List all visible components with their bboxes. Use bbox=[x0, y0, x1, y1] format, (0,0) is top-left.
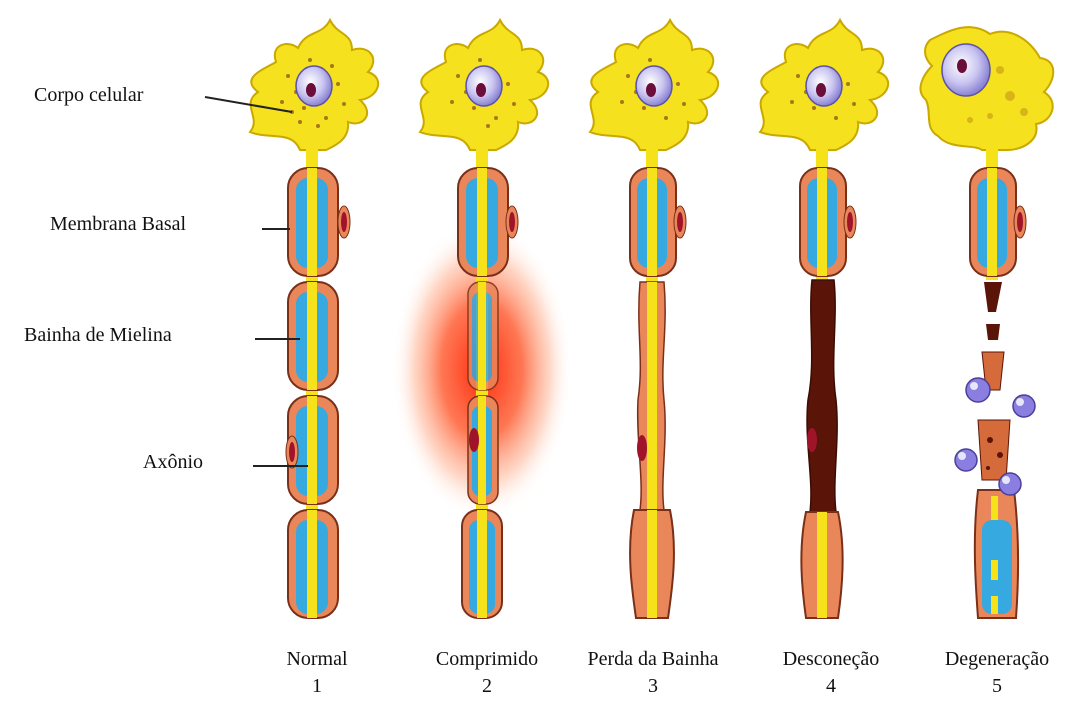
stage-caption-2: Comprimido 2 bbox=[402, 648, 572, 698]
macrophage bbox=[966, 378, 990, 402]
macrophage bbox=[955, 449, 977, 471]
basal-membrane-label: Membrana Basal bbox=[50, 213, 186, 236]
stage-caption-1: Normal 1 bbox=[232, 648, 402, 698]
stage-caption-4: Desconeção 4 bbox=[746, 648, 916, 698]
myelin-segment bbox=[288, 510, 338, 618]
axon-label: Axônio bbox=[143, 451, 203, 474]
cell-body-label: Corpo celular bbox=[34, 84, 143, 107]
stage-number: 3 bbox=[568, 675, 738, 698]
macrophage bbox=[999, 473, 1021, 495]
macrophage bbox=[1013, 395, 1035, 417]
myelin-segment bbox=[630, 510, 674, 618]
nucleolus bbox=[957, 59, 967, 73]
fragmented-axon bbox=[975, 282, 1018, 618]
stage-number: 1 bbox=[232, 675, 402, 698]
stage-name: Degeneração bbox=[945, 648, 1049, 670]
stage-4-neuron bbox=[760, 20, 888, 618]
stage-name: Normal bbox=[286, 648, 347, 670]
nucleolus bbox=[646, 83, 656, 97]
swollen-cell-body bbox=[920, 27, 1053, 150]
stage-name: Desconeção bbox=[783, 648, 880, 670]
myelin-segment bbox=[288, 168, 350, 276]
stage-name: Comprimido bbox=[436, 648, 538, 670]
stage-name: Perda da Bainha bbox=[587, 648, 718, 670]
stage-5-neuron bbox=[920, 27, 1053, 618]
nucleolus bbox=[306, 83, 316, 97]
nucleolus bbox=[476, 83, 486, 97]
myelin-segment bbox=[970, 168, 1026, 276]
nucleolus bbox=[816, 83, 826, 97]
stage-1-neuron bbox=[250, 20, 378, 618]
myelin-segment bbox=[801, 512, 842, 618]
disconnected-axon bbox=[807, 280, 837, 512]
stage-caption-5: Degeneração 5 bbox=[912, 648, 1082, 698]
stage-number: 2 bbox=[402, 675, 572, 698]
compressed-segment bbox=[468, 282, 498, 390]
thinned-sheath bbox=[637, 282, 665, 510]
myelin-segment bbox=[462, 510, 502, 618]
myelin-sheath-label: Bainha de Mielina bbox=[24, 324, 172, 347]
myelin-segment bbox=[800, 168, 856, 276]
myelin-segment bbox=[630, 168, 686, 276]
myelin-segment bbox=[286, 396, 338, 504]
stage-2-neuron bbox=[392, 20, 572, 618]
stage-caption-3: Perda da Bainha 3 bbox=[568, 648, 738, 698]
stage-3-neuron bbox=[590, 20, 718, 618]
compressed-segment bbox=[468, 396, 498, 504]
stage-number: 5 bbox=[912, 675, 1082, 698]
myelin-segment bbox=[288, 282, 338, 390]
stage-number: 4 bbox=[746, 675, 916, 698]
